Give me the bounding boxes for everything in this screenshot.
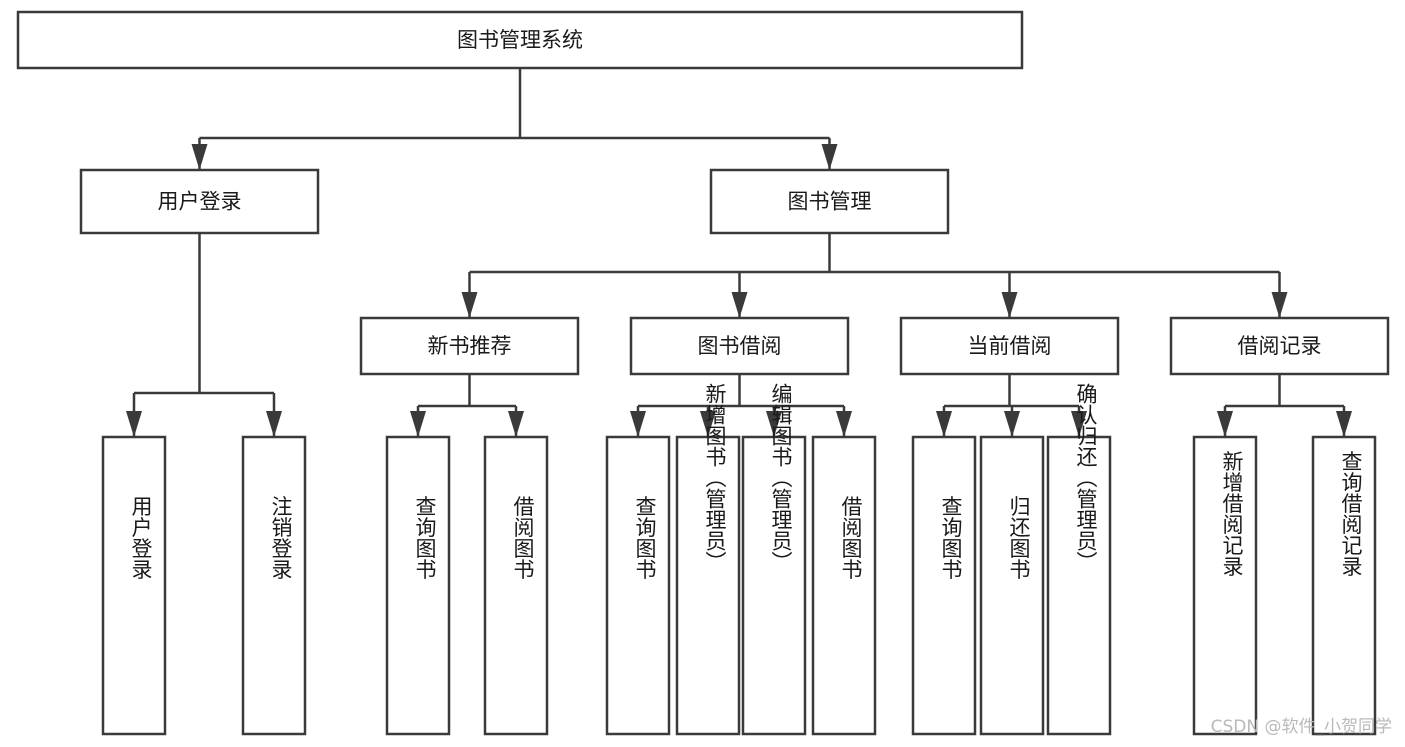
node-label: 借阅图书 [511,496,535,580]
arrow-head-icon [630,411,646,437]
node-leaf-借阅图书-7[interactable]: 借阅图书 [811,435,877,736]
arrow-head-icon [461,292,478,318]
arrow-head-icon [508,411,524,437]
node-box[interactable] [101,435,167,736]
node-box[interactable] [79,168,320,235]
node-leaf-借阅图书-3[interactable]: 借阅图书 [483,435,549,736]
arrow-head-icon [731,292,748,318]
node-box[interactable] [675,435,741,736]
node-box[interactable] [241,435,307,736]
node-leaf-注销登录-1[interactable]: 注销登录 [241,435,307,736]
node-l2-用户登录-0[interactable]: 用户登录 [79,168,320,235]
arrow-head-icon [836,411,852,437]
node-box[interactable] [741,435,807,736]
node-box[interactable] [709,168,950,235]
node-layer: 图书管理系统用户登录图书管理新书推荐图书借阅当前借阅借阅记录用户登录注销登录查询… [16,10,1390,736]
arrow-head-icon [126,411,142,437]
node-leaf-新增借阅记录-11[interactable]: 新增借阅记录 [1192,435,1258,736]
node-box[interactable] [629,316,850,376]
node-label: 借阅图书 [839,496,863,580]
node-box[interactable] [899,316,1120,376]
node-leaf-编辑图书管理员-6[interactable]: 编辑图书（管理员） [741,383,807,736]
node-l3-新书推荐-0[interactable]: 新书推荐 [359,316,580,376]
node-label: 新增借阅记录 [1220,451,1244,577]
node-leaf-归还图书-9[interactable]: 归还图书 [979,435,1045,736]
node-box[interactable] [483,435,549,736]
arrow-head-icon [191,144,208,170]
connector-layer [126,68,1352,437]
node-leaf-新增图书管理员-5[interactable]: 新增图书（管理员） [675,383,741,736]
node-leaf-确认归还管理员-10[interactable]: 确认归还（管理员） [1046,383,1112,736]
node-l3-当前借阅-2[interactable]: 当前借阅 [899,316,1120,376]
node-box[interactable] [1311,435,1377,736]
node-leaf-查询图书-2[interactable]: 查询图书 [385,435,451,736]
node-label: 查询图书 [413,496,437,580]
node-l3-图书借阅-1[interactable]: 图书借阅 [629,316,850,376]
node-label: 确认归还（管理员） [1074,383,1098,572]
node-leaf-用户登录-0[interactable]: 用户登录 [101,435,167,736]
node-root-图书管理系统-0[interactable]: 图书管理系统 [16,10,1024,70]
node-box[interactable] [979,435,1045,736]
node-box[interactable] [1169,316,1390,376]
node-label: 新书推荐 [428,334,512,358]
node-box[interactable] [605,435,671,736]
node-label: 图书借阅 [698,334,782,358]
node-label: 借阅记录 [1238,334,1322,358]
arrow-head-icon [266,411,282,437]
node-label: 当前借阅 [968,334,1052,358]
node-label: 新增图书（管理员） [703,383,727,572]
arrow-head-icon [766,411,782,437]
arrow-head-icon [1271,292,1288,318]
node-label: 查询图书 [633,496,657,580]
arrow-head-icon [1004,411,1020,437]
node-box[interactable] [811,435,877,736]
node-label: 注销登录 [269,496,293,580]
node-leaf-查询图书-8[interactable]: 查询图书 [911,435,977,736]
node-label: 图书管理系统 [457,28,583,52]
arrow-head-icon [821,144,838,170]
arrow-head-icon [936,411,952,437]
node-box[interactable] [385,435,451,736]
node-label: 图书管理 [788,190,872,214]
node-box[interactable] [1192,435,1258,736]
node-l2-图书管理-1[interactable]: 图书管理 [709,168,950,235]
node-label: 查询图书 [939,496,963,580]
node-l3-借阅记录-3[interactable]: 借阅记录 [1169,316,1390,376]
arrow-head-icon [1336,411,1352,437]
node-label: 用户登录 [129,496,153,580]
node-box[interactable] [1046,435,1112,736]
node-leaf-查询借阅记录-12[interactable]: 查询借阅记录 [1311,435,1377,736]
node-box[interactable] [16,10,1024,70]
node-box[interactable] [911,435,977,736]
node-label: 编辑图书（管理员） [769,383,793,572]
arrow-head-icon [1217,411,1233,437]
arrow-head-icon [1001,292,1018,318]
node-label: 归还图书 [1007,496,1031,580]
node-label: 查询借阅记录 [1339,451,1363,577]
arrow-head-icon [410,411,426,437]
node-label: 用户登录 [158,190,242,214]
csdn-watermark: CSDN @软件_小贺同学 [1211,717,1392,737]
node-box[interactable] [359,316,580,376]
arrow-head-icon [700,411,716,437]
node-leaf-查询图书-4[interactable]: 查询图书 [605,435,671,736]
arrow-head-icon [1071,411,1087,437]
